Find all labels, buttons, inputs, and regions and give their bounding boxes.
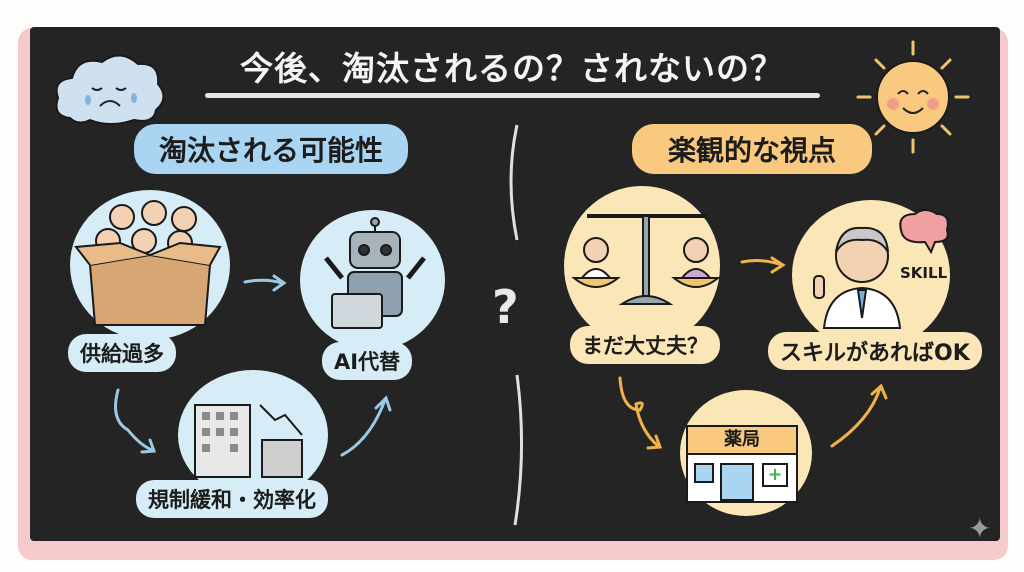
- green-cross-icon: +: [762, 463, 788, 487]
- center-divider: [509, 124, 524, 526]
- skill-badge-text: SKILL: [900, 264, 948, 282]
- title-underline: [205, 93, 820, 98]
- label-oversupply: 供給過多: [68, 334, 176, 372]
- arrow-balance-to-skill: [740, 256, 786, 274]
- arrow-oversupply-to-deregulation: [114, 388, 157, 454]
- label-deregulation: 規制緩和・効率化: [136, 480, 328, 518]
- label-still-okay: まだ大丈夫？: [570, 326, 720, 364]
- arrow-oversupply-to-ai: [243, 274, 287, 292]
- heading-optimistic-view: 楽観的な視点: [632, 124, 872, 174]
- sparkle-icon: ✦: [968, 512, 992, 545]
- arrow-deregulation-to-ai: [340, 395, 392, 457]
- page-title: 今後、淘汰されるの？されないの？: [240, 49, 784, 88]
- label-skill-ok: スキルがあればOK: [768, 332, 982, 370]
- building-decline-icon: [194, 404, 303, 478]
- pharmacy-sign: 薬局: [688, 427, 796, 455]
- pharmacy-building: 薬局 +: [686, 425, 798, 503]
- smiling-sun-icon: [856, 40, 970, 154]
- question-mark: ?: [492, 280, 519, 334]
- box-of-pharmacists-icon: [74, 200, 222, 326]
- arrow-balance-to-pharmacy: [618, 376, 663, 450]
- sad-cloud-icon: [55, 54, 165, 125]
- robot-with-laptop-icon: [324, 217, 426, 329]
- label-ai-replacement: AI代替: [322, 342, 413, 380]
- brain-icon: [899, 209, 949, 255]
- pharmacy-window: [694, 463, 714, 483]
- pharmacy-door: [720, 463, 754, 501]
- balance-scale-icon: [571, 214, 721, 305]
- heading-elimination-possibility: 淘汰される可能性: [134, 124, 408, 174]
- senior-pharmacist-icon: [813, 226, 902, 329]
- arrow-pharmacy-to-skill: [830, 383, 888, 448]
